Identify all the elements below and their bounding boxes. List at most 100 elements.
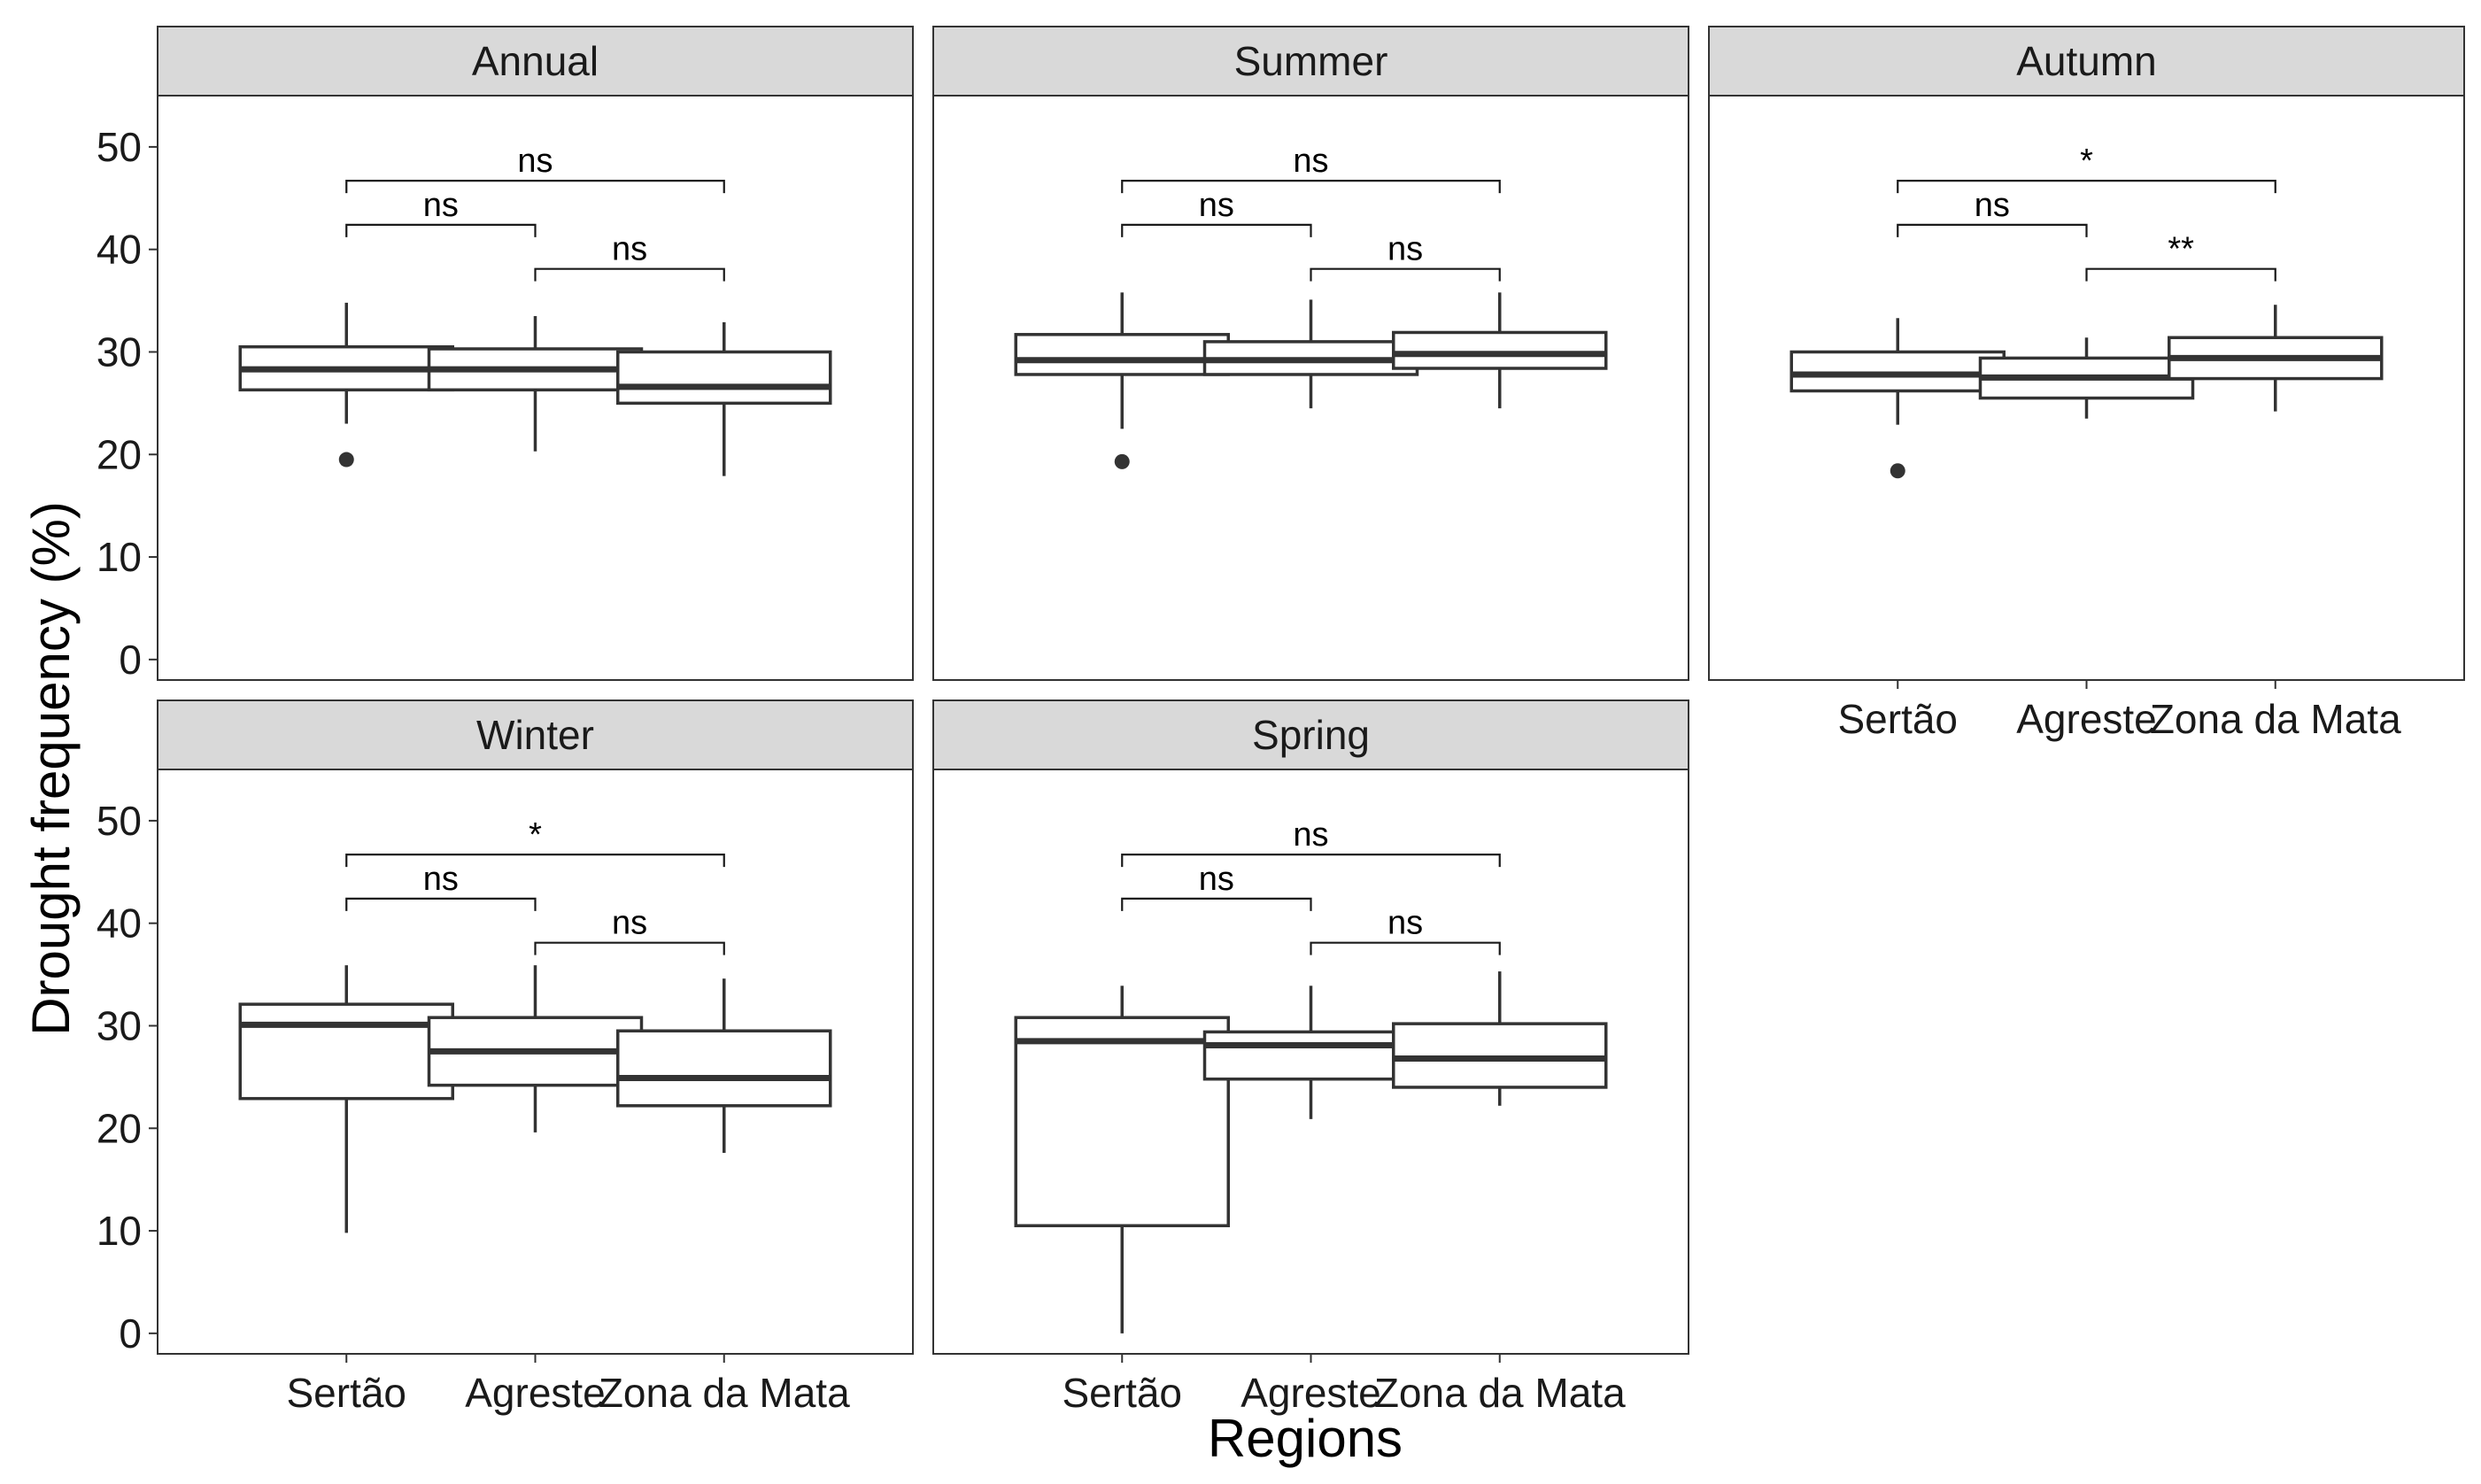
- panel-summer: Summer ns ns ns: [932, 26, 1689, 681]
- significance-label: ns: [1387, 905, 1423, 942]
- box-summer-agreste: [1202, 299, 1419, 409]
- significance-bracket: [1121, 897, 1312, 911]
- comparison-summer-sertao-zona-da-mata: ns: [1121, 143, 1501, 194]
- significance-label: ns: [612, 905, 647, 942]
- significance-bracket: [1897, 180, 2276, 194]
- strip-title-winter: Winter: [476, 712, 594, 758]
- iqr-box: [616, 350, 832, 406]
- significance-bracket: [1121, 223, 1312, 237]
- x-tick-label: Sertão: [1062, 1370, 1182, 1416]
- iqr-box: [1202, 1030, 1419, 1081]
- x-tick-label: Zona da Mata: [2150, 696, 2401, 742]
- significance-bracket: [1121, 180, 1501, 194]
- y-tick-label: 0: [119, 1310, 142, 1356]
- y-tick-label: 50: [97, 124, 142, 170]
- significance-label: ns: [1199, 187, 1234, 224]
- significance-bracket: [1897, 223, 2088, 237]
- y-tick-label: 30: [97, 1002, 142, 1048]
- iqr-box: [238, 1002, 454, 1101]
- outlier-point: [1890, 463, 1905, 479]
- comparison-summer-sertao-agreste: ns: [1121, 187, 1312, 237]
- significance-label: ns: [423, 861, 459, 898]
- box-summer-zona-da-mata: [1392, 292, 1608, 409]
- comparison-annual-agreste-zona-da-mata: ns: [534, 231, 725, 282]
- y-tick-label: 20: [97, 1105, 142, 1151]
- box-autumn-zona-da-mata: [2168, 305, 2384, 412]
- box-winter-agreste: [427, 965, 644, 1132]
- strip-title-spring: Spring: [1252, 712, 1370, 758]
- strip-summer: [932, 26, 1689, 97]
- comparison-autumn-sertao-zona-da-mata: *: [1897, 143, 2276, 194]
- significance-label: ns: [1387, 231, 1423, 268]
- strip-title-autumn: Autumn: [2016, 38, 2157, 84]
- y-tick-label: 10: [97, 534, 142, 580]
- iqr-box: [1014, 333, 1230, 376]
- y-tick-label: 10: [97, 1208, 142, 1254]
- y-axis-title: Drought frequency (%): [21, 501, 81, 1036]
- x-tick-label: Sertão: [1837, 696, 1958, 742]
- significance-bracket: [2085, 267, 2276, 282]
- comparison-spring-sertao-zona-da-mata: ns: [1121, 816, 1501, 868]
- box-annual-zona-da-mata: [616, 321, 832, 476]
- iqr-box: [616, 1029, 832, 1108]
- outlier-point: [338, 452, 354, 468]
- x-tick-label: Zona da Mata: [599, 1370, 850, 1416]
- y-tick-label: 0: [119, 637, 142, 683]
- strip-winter: [157, 699, 914, 770]
- y-tick-label: 30: [97, 328, 142, 375]
- significance-bracket: [345, 180, 725, 194]
- panel-annual: Annual 0 10 20 30 40 50 ns ns ns: [97, 26, 914, 683]
- comparison-winter-sertao-zona-da-mata: *: [345, 816, 725, 868]
- comparison-annual-sertao-agreste: ns: [345, 187, 537, 237]
- box-summer-sertao: [1014, 292, 1230, 469]
- x-tick-label: Agreste: [465, 1370, 606, 1416]
- box-autumn-agreste: [1978, 337, 2195, 419]
- y-tick-label: 40: [97, 227, 142, 273]
- box-spring-sertao: [1014, 985, 1230, 1333]
- significance-label: *: [529, 816, 542, 854]
- box-winter-zona-da-mata: [616, 978, 832, 1154]
- significance-bracket: [345, 854, 725, 868]
- significance-label: ns: [1293, 143, 1328, 180]
- comparison-spring-sertao-agreste: ns: [1121, 861, 1312, 911]
- significance-label: *: [2080, 143, 2093, 180]
- significance-label: ns: [423, 187, 459, 224]
- x-tick-label: Zona da Mata: [1374, 1370, 1626, 1416]
- comparison-spring-agreste-zona-da-mata: ns: [1310, 905, 1501, 955]
- outlier-point: [1114, 453, 1130, 469]
- strip-annual: [157, 26, 914, 97]
- significance-bracket: [345, 223, 537, 237]
- significance-bracket: [534, 267, 725, 282]
- significance-label: ns: [1293, 816, 1328, 854]
- strip-autumn: [1708, 26, 2465, 97]
- iqr-box: [1392, 330, 1608, 370]
- x-tick-label: Agreste: [1240, 1370, 1381, 1416]
- x-axis-title: Regions: [1208, 1409, 1403, 1468]
- significance-label: ns: [517, 143, 553, 180]
- comparison-winter-sertao-agreste: ns: [345, 861, 537, 911]
- y-tick-label: 20: [97, 431, 142, 477]
- x-tick-label: Sertão: [286, 1370, 406, 1416]
- significance-label: ns: [612, 231, 647, 268]
- significance-label: ns: [1975, 187, 2010, 224]
- x-tick-label: Agreste: [2016, 696, 2157, 742]
- significance-bracket: [1310, 941, 1501, 955]
- iqr-box: [1014, 1016, 1230, 1228]
- significance-bracket: [1121, 854, 1501, 868]
- significance-bracket: [534, 941, 725, 955]
- box-spring-zona-da-mata: [1392, 971, 1608, 1106]
- y-tick-label: 40: [97, 900, 142, 947]
- significance-label: ns: [1199, 861, 1234, 898]
- significance-bracket: [345, 897, 537, 911]
- comparison-autumn-sertao-agreste: ns: [1897, 187, 2088, 237]
- strip-title-summer: Summer: [1234, 38, 1388, 84]
- significance-label: **: [2168, 231, 2194, 268]
- y-tick-label: 50: [97, 798, 142, 844]
- strip-title-annual: Annual: [472, 38, 599, 84]
- box-winter-sertao: [238, 965, 454, 1233]
